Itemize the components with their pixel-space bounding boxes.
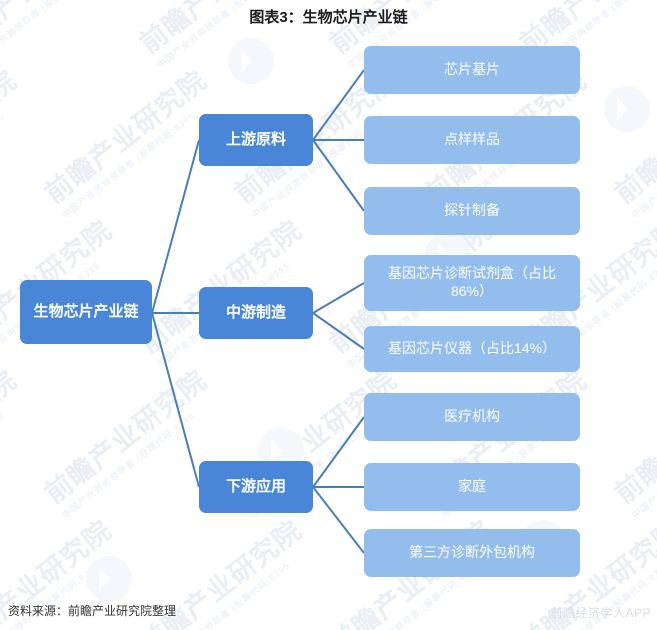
connector-downstream-item-0 [312,416,365,488]
source-note: 资料来源：前瞻产业研究院整理 [8,604,177,618]
node-item-upstream-1[interactable]: 点样样品 [364,116,580,164]
connector-root-downstream [151,312,200,488]
node-stage-midstream[interactable]: 中游制造 [199,287,313,339]
node-item-downstream-1[interactable]: 家庭 [364,463,580,511]
connector-root-upstream [151,139,200,314]
node-item-upstream-2[interactable]: 探针制备 [364,187,580,235]
connector-upstream-item-2 [312,139,365,212]
node-item-downstream-0[interactable]: 医疗机构 [364,393,580,441]
node-stage-downstream[interactable]: 下游应用 [199,461,313,513]
node-item-downstream-2[interactable]: 第三方诊断外包机构 [364,529,580,577]
node-stage-upstream[interactable]: 上游原料 [199,114,313,166]
connector-upstream-item-0 [312,69,365,141]
node-item-midstream-1[interactable]: 基因芯片仪器（占比14%） [364,326,580,372]
page-title: 图表3：生物芯片产业链 [249,9,408,26]
node-root[interactable]: 生物芯片产业链 [20,280,152,344]
connector-midstream-item-0 [312,282,365,314]
footer-watermark: 前瞻经济学人APP [550,606,651,620]
connector-downstream-item-2 [312,486,365,554]
node-item-upstream-0[interactable]: 芯片基片 [364,46,580,94]
node-item-midstream-0[interactable]: 基因芯片诊断试剂盒（占比86%） [364,255,580,311]
connector-midstream-item-1 [312,312,365,350]
